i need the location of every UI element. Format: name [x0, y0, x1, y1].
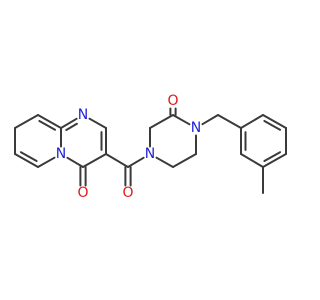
- double-bond-inner: [38, 119, 57, 131]
- oxygen-atom-label: O: [122, 185, 133, 201]
- single-bond: [88, 117, 107, 129]
- double-bond-outer: [262, 114, 287, 129]
- single-bond: [149, 114, 174, 129]
- atom-background: [144, 148, 156, 160]
- single-bond: [172, 114, 191, 126]
- single-bond: [201, 114, 219, 126]
- single-bond: [82, 153, 107, 168]
- single-bond: [172, 153, 197, 168]
- atom-background: [167, 95, 179, 107]
- double-bond-inner: [19, 151, 38, 163]
- single-bond: [37, 156, 56, 168]
- double-bond-inner: [263, 151, 282, 163]
- single-bond: [240, 114, 264, 129]
- single-bond: [66, 156, 84, 168]
- atom-background: [55, 148, 67, 160]
- nitrogen-atom-label: N: [78, 107, 88, 123]
- atom-background: [122, 187, 134, 199]
- single-bond: [217, 114, 242, 129]
- single-bond: [127, 156, 145, 168]
- nitrogen-atom-label: N: [145, 146, 155, 162]
- oxygen-atom-label: O: [167, 93, 178, 109]
- double-bond-outer: [37, 114, 62, 129]
- single-bond: [155, 156, 174, 168]
- single-bond: [240, 153, 264, 168]
- nitrogen-atom-label: N: [56, 146, 66, 162]
- atom-background: [190, 122, 202, 134]
- double-bond-inner: [65, 122, 78, 132]
- nitrogen-atom-label: N: [191, 120, 201, 136]
- double-bond-inner: [263, 119, 282, 131]
- double-bond-outer: [14, 153, 39, 168]
- single-bond: [105, 153, 129, 168]
- double-bond-outer: [60, 117, 78, 129]
- single-bond: [14, 114, 39, 129]
- bond-layer: [14, 107, 287, 194]
- double-bond-outer: [262, 153, 287, 168]
- oxygen-atom-label: O: [77, 185, 88, 201]
- atom-background: [77, 109, 89, 121]
- atom-background: [77, 187, 89, 199]
